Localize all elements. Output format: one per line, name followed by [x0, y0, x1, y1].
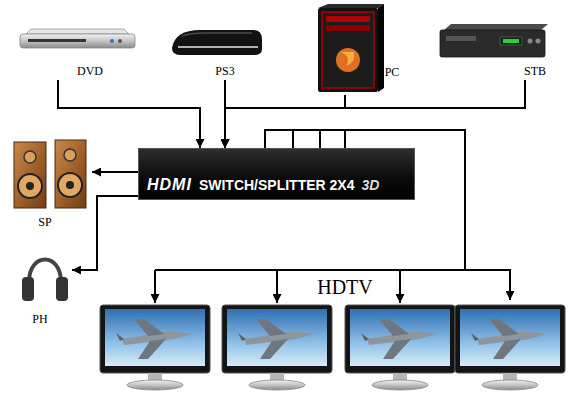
output-wires	[319, 130, 321, 148]
speakers	[58, 173, 82, 197]
pc-tower	[326, 16, 370, 22]
speakers	[24, 151, 36, 163]
dvd-player	[20, 34, 135, 48]
headphones	[29, 260, 61, 283]
device-label: HDTV	[317, 276, 373, 298]
device-node: STB	[435, 22, 555, 80]
pc-tower	[318, 4, 384, 8]
device-title: 3D	[361, 177, 379, 193]
device-node: PS3	[165, 26, 265, 80]
device-label: PH	[32, 312, 47, 326]
ps3-console	[178, 46, 258, 48]
pc-tower	[322, 12, 374, 88]
device-label: PS3	[215, 64, 234, 78]
display-group: HDTV	[90, 300, 568, 394]
hdtv-monitors	[222, 305, 332, 390]
signal-connector	[225, 95, 345, 148]
speaker-node: SP	[8, 138, 92, 231]
ps3-console	[172, 30, 262, 55]
dvd-player	[26, 29, 129, 34]
headphone-node: PH	[18, 250, 72, 328]
signal-connector	[72, 196, 138, 270]
set-top-box	[528, 39, 533, 44]
pc-tower	[336, 48, 360, 72]
device-label: SP	[38, 215, 51, 229]
dvd-player	[28, 39, 86, 42]
hdtv-monitors	[100, 305, 210, 390]
ps3-console	[172, 30, 262, 55]
signal-connector	[58, 80, 200, 148]
speakers	[55, 140, 86, 208]
speakers	[66, 181, 74, 189]
device-label: STB	[524, 64, 546, 78]
signal-connector	[225, 80, 525, 148]
device-title: HDMI	[147, 176, 192, 194]
output-wires	[276, 270, 278, 303]
signal-connector	[92, 171, 138, 173]
pc-tower	[326, 25, 370, 31]
hdtv-monitors	[345, 305, 455, 390]
pc-tower	[318, 4, 384, 92]
dvd-player	[110, 39, 114, 43]
pc-tower	[340, 52, 354, 66]
speakers	[14, 140, 86, 208]
device-title: SWITCH/SPLITTER 2X4	[199, 177, 355, 193]
switch-box: HDMI SWITCH/SPLITTER 2X4 3D	[138, 148, 415, 200]
output-wires	[154, 270, 156, 303]
dvd-player	[20, 29, 135, 48]
set-top-box	[500, 37, 522, 45]
set-top-box	[446, 36, 476, 41]
speakers	[26, 182, 34, 190]
output-wires	[292, 130, 294, 148]
set-top-box	[440, 24, 548, 57]
speakers	[64, 149, 76, 161]
output-wires	[344, 130, 346, 148]
device-label: PC	[385, 65, 400, 79]
speakers	[18, 174, 42, 198]
set-top-box	[444, 24, 548, 30]
set-top-box	[503, 39, 519, 43]
headphones	[56, 277, 68, 301]
speakers	[14, 142, 46, 208]
pc-tower	[318, 8, 378, 92]
device-node: DVD	[15, 26, 140, 80]
device-node: PC	[312, 5, 405, 95]
pc-tower	[378, 4, 384, 92]
hdtv-monitors	[455, 305, 565, 390]
headphones	[22, 260, 68, 302]
output-wires	[155, 269, 465, 271]
set-top-box	[536, 39, 541, 44]
headphones	[22, 277, 34, 301]
hdtv-monitors	[100, 305, 565, 390]
set-top-box	[440, 30, 545, 57]
ps3-console	[182, 33, 252, 36]
device-label: DVD	[77, 64, 103, 78]
dvd-player	[118, 39, 122, 43]
output-wires	[399, 270, 401, 303]
